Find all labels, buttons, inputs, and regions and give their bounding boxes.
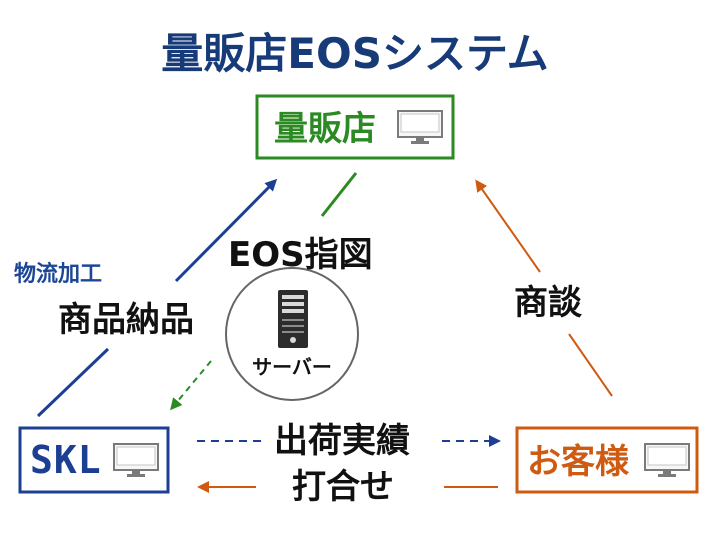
eos-instruction-label: EOS指図: [228, 235, 373, 275]
customer-label: お客様: [527, 442, 630, 482]
server-tower-icon: [278, 290, 308, 348]
product-delivery-line-lower: [36, 347, 110, 418]
product-delivery-arrow-upper: [174, 178, 278, 283]
distribution-processing-label: 物流加工: [14, 261, 102, 287]
mass-retailer-label: 量販店: [274, 109, 376, 149]
coordination-label: 打合せ: [292, 467, 394, 507]
skl-node: SKL: [18, 426, 170, 494]
server-node: サーバー: [225, 267, 359, 401]
server-label: サーバー: [252, 355, 332, 379]
shipping-results-label: 出荷実績: [274, 421, 410, 461]
product-delivery-label: 商品納品: [58, 300, 194, 340]
eos-instruction-arrow-dashed: [170, 360, 212, 411]
negotiation-arrow-upper: [475, 179, 541, 273]
skl-label: SKL: [30, 438, 102, 482]
negotiation-label: 商談: [514, 283, 583, 323]
mass-retailer-node: 量販店: [255, 94, 455, 160]
diagram-title: 量販店EOSシステム: [161, 29, 548, 78]
customer-node: お客様: [515, 426, 699, 494]
monitor-icon: [113, 443, 159, 477]
negotiation-line-lower: [568, 333, 613, 397]
monitor-icon: [644, 443, 690, 477]
monitor-icon: [397, 110, 443, 144]
eos-instruction-line-top: [320, 172, 358, 217]
